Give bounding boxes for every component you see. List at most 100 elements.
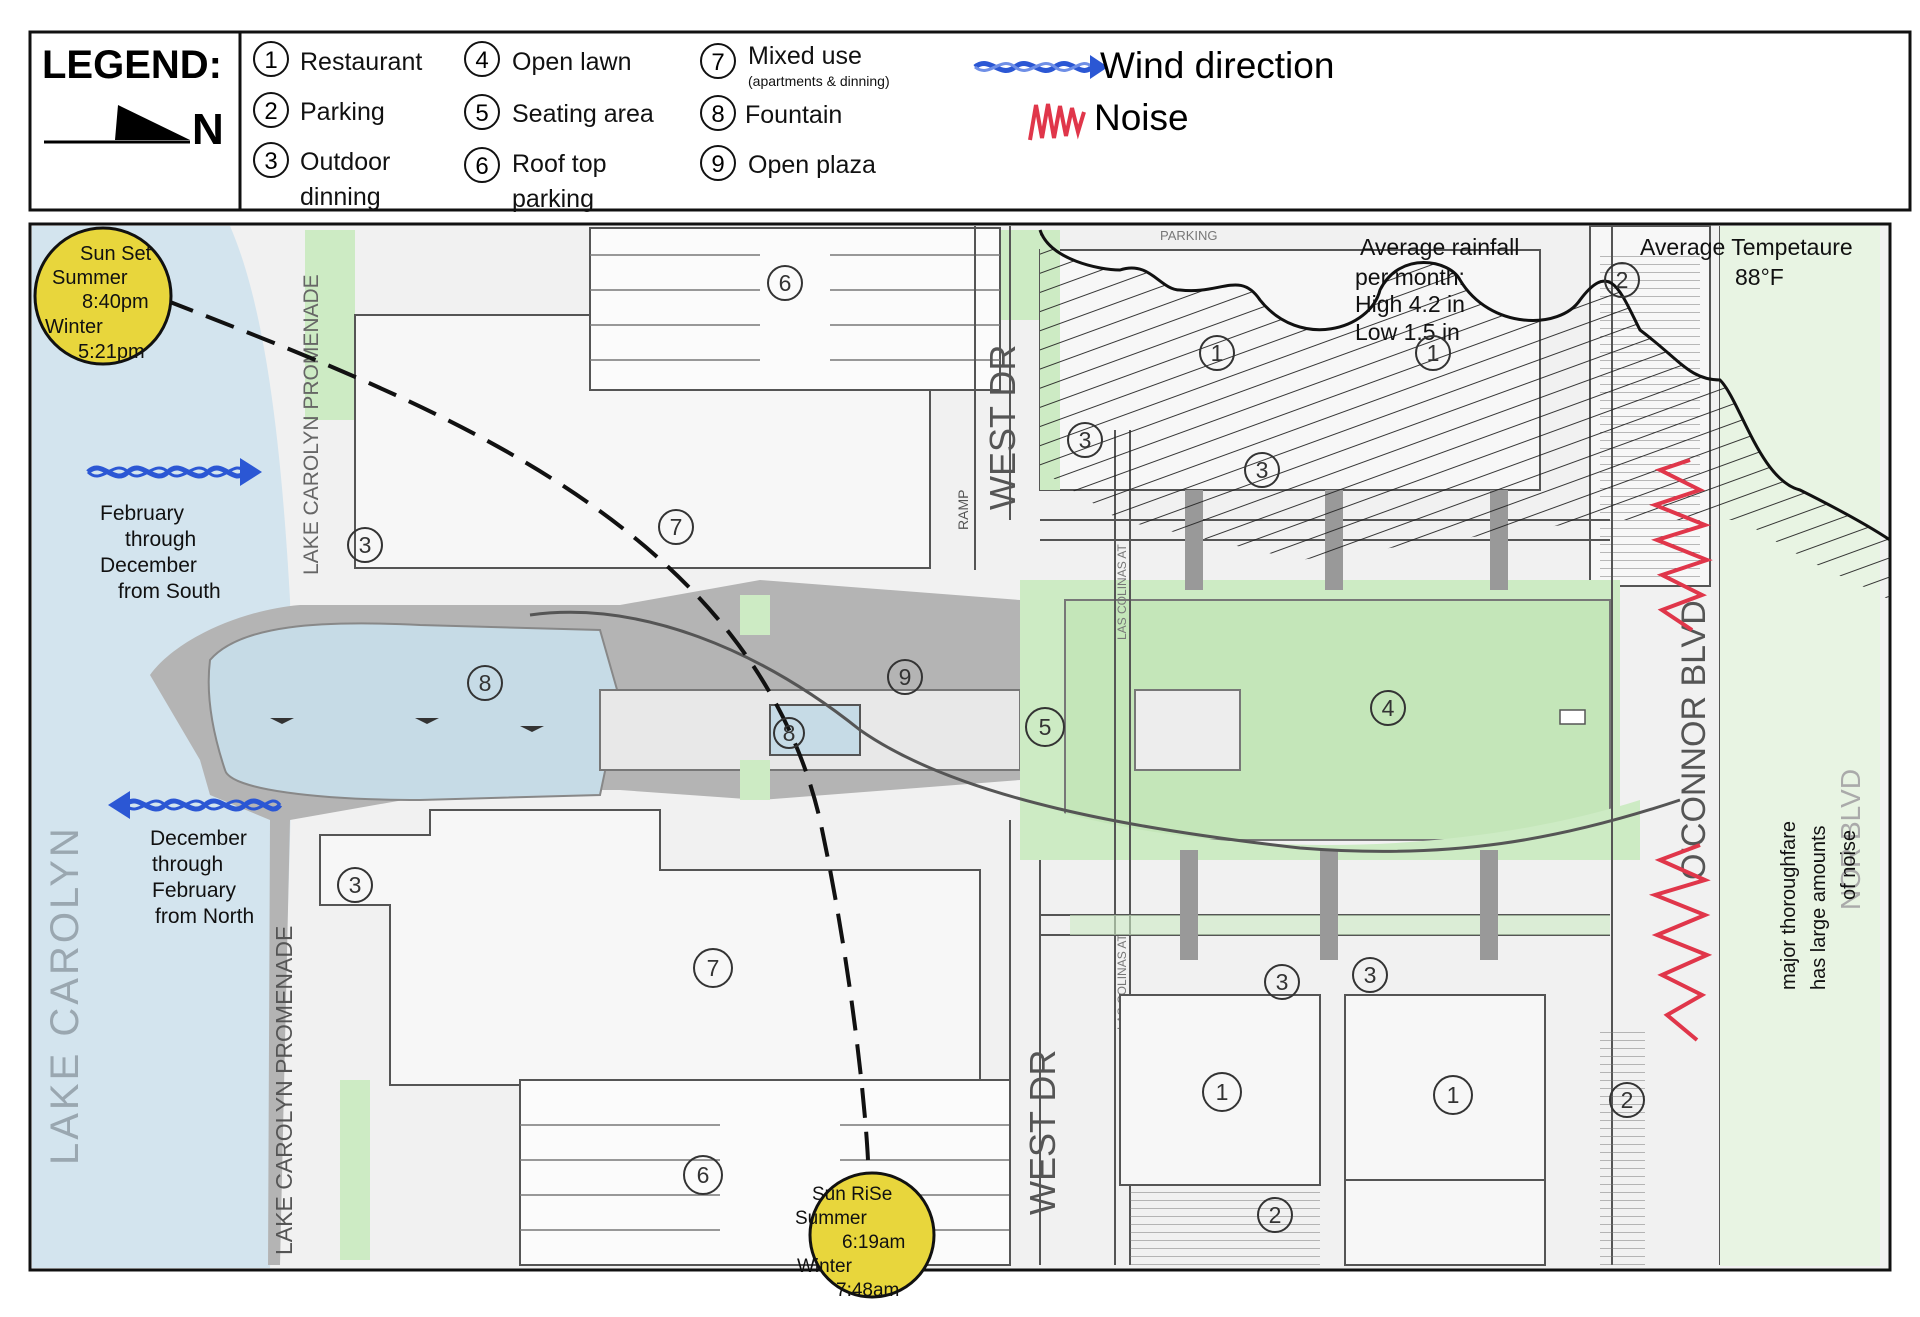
svg-text:Average rainfall: Average rainfall (1360, 234, 1519, 260)
legend-item-parking: 2 Parking (253, 92, 385, 128)
svg-text:Summer: Summer (795, 1208, 867, 1229)
noise-legend-label: Noise (1094, 97, 1189, 138)
wind-arrow-icon (973, 55, 1108, 79)
marker-outdoor-dining: 3 (359, 532, 372, 558)
svg-text:1: 1 (264, 47, 277, 74)
legend-label: Open lawn (512, 48, 632, 76)
svg-text:Average Tempetaure: Average Tempetaure (1640, 234, 1853, 260)
legend-label: Parking (300, 98, 385, 126)
marker-open-plaza: 9 (899, 664, 912, 690)
svg-text:88°F: 88°F (1735, 264, 1784, 290)
svg-text:through: through (125, 528, 196, 551)
tree-canopy (1040, 230, 1890, 600)
legend-label: Outdoor (300, 148, 390, 176)
svg-text:per month:: per month: (1355, 264, 1465, 290)
wind-legend-label: Wind direction (1100, 45, 1334, 86)
noise-note: major thoroughfare has large amounts of … (1778, 821, 1860, 990)
svg-text:3: 3 (264, 148, 277, 175)
legend-label-line2: parking (512, 185, 594, 213)
legend-label: Seating area (512, 100, 654, 128)
marker-fountain: 8 (783, 720, 796, 746)
street-label-las-colinas-top: LAS COLINAS AT (1115, 544, 1129, 640)
legend-item-open-lawn: 4 Open lawn (464, 41, 632, 77)
svg-text:6:19am: 6:19am (842, 1232, 905, 1253)
legend-label: Fountain (745, 101, 842, 129)
svg-text:February: February (100, 502, 185, 525)
svg-text:5:21pm: 5:21pm (78, 341, 145, 363)
street-label-promenade-top: LAKE CAROLYN PROMENADE (300, 274, 323, 575)
svg-text:8: 8 (711, 101, 724, 128)
svg-text:from South: from South (118, 580, 221, 603)
svg-text:High 4.2 in: High 4.2 in (1355, 291, 1465, 317)
legend-label-line2: dinning (300, 183, 381, 211)
parking-stalls-lower (520, 1124, 1010, 1231)
svg-text:8:40pm: 8:40pm (82, 291, 149, 313)
rainfall-note: Average rainfall per month: High 4.2 in … (1355, 234, 1519, 345)
marker-outdoor-dining: 3 (1364, 962, 1377, 988)
lake-carolyn (32, 226, 292, 1268)
legend-title: LEGEND: (42, 43, 222, 87)
legend-label: Roof top (512, 150, 607, 178)
svg-text:5: 5 (475, 100, 488, 127)
sunrise-badge: Sun RiSe Summer 6:19am Winter 7:48am (795, 1171, 936, 1301)
svg-text:4: 4 (475, 47, 488, 74)
marker-outdoor-dining: 3 (349, 872, 362, 898)
marker-parking: 2 (1621, 1087, 1634, 1113)
marker-parking: 2 (1269, 1202, 1282, 1228)
legend-label: Open plaza (748, 151, 876, 179)
noise-icon (1028, 103, 1086, 141)
street-label-west-dr-bottom: WEST DR (1022, 1050, 1063, 1215)
sunset-badge: Sun Set Summer 8:40pm Winter 5:21pm (33, 226, 173, 366)
parking-stalls-upper (590, 254, 1000, 361)
svg-text:7: 7 (711, 49, 724, 76)
legend-item-restaurant: 1 Restaurant (253, 41, 422, 77)
legend-label: Restaurant (300, 48, 422, 76)
marker-restaurant: 1 (1216, 1079, 1229, 1105)
legend-item-wind: Wind direction (973, 45, 1334, 86)
marker-mixed-use: 7 (670, 514, 683, 540)
lake-label: LAKE CAROLYN (43, 825, 87, 1165)
legend-item-open-plaza: 9 Open plaza (700, 145, 876, 181)
legend-item-fountain: 8 Fountain (700, 95, 842, 131)
marker-restaurant: 1 (1211, 340, 1224, 366)
street-label-promenade-bottom: LAKE CAROLYN PROMENADE (271, 926, 297, 1255)
building-restaurant-lower-b (1344, 994, 1546, 1186)
street-label-oconnor: O'CONNOR BLVD (1675, 600, 1713, 880)
svg-text:through: through (152, 853, 223, 876)
legend: LEGEND: N 1 Restaurant 2 Parking 3 Outdo… (28, 30, 1912, 213)
svg-text:Winter: Winter (45, 316, 103, 338)
street-label-oconnor-faded: NOR BLVD (1835, 769, 1866, 910)
north-label: N (192, 105, 224, 154)
north-arrow-icon: N (44, 105, 224, 154)
street-label-west-dr-top: WEST DR (982, 345, 1023, 510)
marker-rooftop-parking: 6 (697, 1162, 710, 1188)
svg-text:9: 9 (711, 151, 724, 178)
temperature-note: Average Tempetaure 88°F (1640, 234, 1853, 290)
marker-fountain: 8 (479, 670, 492, 696)
svg-text:Winter: Winter (797, 1256, 853, 1277)
legend-item-outdoor-dining: 3 Outdoor dinning (253, 142, 390, 211)
fountain-jet-icon (270, 718, 544, 732)
svg-text:December: December (150, 827, 247, 850)
noise-icon (1648, 458, 1713, 1042)
legend-item-seating-area: 5 Seating area (464, 94, 654, 130)
wind-note-north: December through February from North (150, 827, 254, 928)
svg-text:Low 1.5 in: Low 1.5 in (1355, 319, 1460, 345)
crosswalks (1180, 490, 1508, 960)
ramp-label: RAMP (955, 490, 971, 530)
svg-text:December: December (100, 554, 197, 577)
svg-text:from North: from North (155, 905, 254, 928)
svg-text:6: 6 (475, 153, 488, 180)
marker-outdoor-dining: 3 (1276, 969, 1289, 995)
svg-text:2: 2 (264, 98, 277, 125)
wind-arrow-south-icon (86, 458, 262, 486)
map: LAKE CAROLYN (28, 222, 1892, 1301)
marker-rooftop-parking: 6 (779, 270, 792, 296)
wind-note-south: February through December from South (100, 502, 221, 603)
wind-arrow-north-icon (108, 791, 283, 819)
legend-item-noise: Noise (1028, 97, 1189, 141)
svg-text:of noise: of noise (1838, 830, 1860, 900)
marker-seating-area: 5 (1039, 714, 1052, 740)
svg-text:Sun RiSe: Sun RiSe (812, 1184, 892, 1205)
